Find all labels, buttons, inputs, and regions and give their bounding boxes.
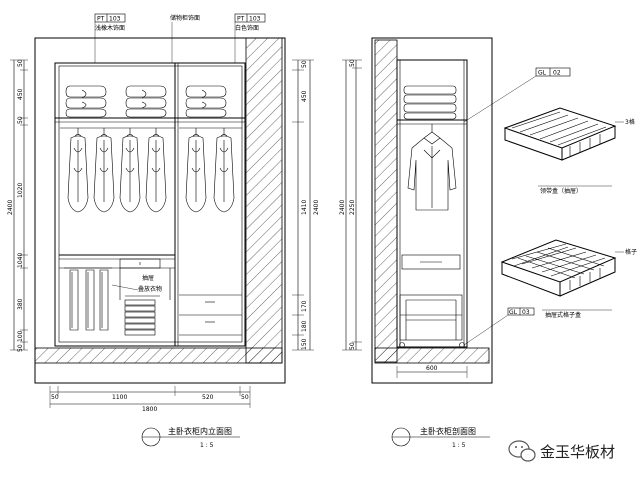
folded-clothes-stacks <box>65 85 227 118</box>
right-dim-6: 150 <box>301 338 308 350</box>
section-dim-3: 50 <box>349 342 356 350</box>
left-dim-1: 50 <box>17 59 24 67</box>
right-section: GL 02 50 2250 50 2400 600 GL <box>339 37 571 449</box>
section-dim-1: 50 <box>349 59 356 67</box>
tag-3-code: PT <box>237 16 245 23</box>
right-caption: 主卧衣柜剖面图 1 : 5 <box>391 426 490 449</box>
right-caption-scale: 1 : 5 <box>452 442 466 449</box>
wall-hatch-right <box>245 37 283 364</box>
right-total: 2400 <box>313 200 320 215</box>
elevation-outline <box>34 37 286 384</box>
section-dim-2: 2250 <box>349 200 356 215</box>
section-floor <box>374 347 490 364</box>
section-folded-stack <box>403 85 457 120</box>
tag-1: PT 103 浅橡木饰面 <box>94 13 126 63</box>
watermark-text: 金玉华板材 <box>540 443 615 461</box>
bottom-total: 1800 <box>142 406 157 413</box>
section-tag-lower-num: 03 <box>522 309 530 316</box>
left-dim-3: 50 <box>17 116 24 124</box>
section-outline <box>371 37 493 384</box>
section-left-dims: 50 2250 50 2400 <box>339 59 362 351</box>
left-caption-title: 主卧衣柜内立面图 <box>168 426 232 436</box>
tag-2-desc: 储物柜饰面 <box>170 14 200 22</box>
tag-3-num: 103 <box>249 16 261 23</box>
section-dim-total: 2400 <box>339 200 346 215</box>
left-dim-8: 50 <box>17 344 24 352</box>
cabinet-body <box>54 62 246 347</box>
section-bottom-value: 600 <box>426 365 438 372</box>
tie-box-label: 领带盒（抽屉） <box>540 187 582 195</box>
drawer-note: 抽屉 <box>142 274 154 282</box>
grid-box-label: 抽屉式格子盒 <box>545 311 581 319</box>
section-cabinet <box>396 59 468 348</box>
cabinet-inner <box>58 65 243 343</box>
right-dim-5: 180 <box>301 320 308 332</box>
bottom-dimension-chain: 50 1100 520 50 1800 <box>49 386 251 413</box>
left-elevation: PT 103 浅橡木饰面 储物柜饰面 PT 103 白色饰面 叠放衣物 抽屉 <box>7 13 320 449</box>
tag-1-code: PT <box>97 16 105 23</box>
watermark: 金玉华板材 <box>508 440 615 462</box>
section-bottom-dim: 600 <box>396 365 468 378</box>
section-tag-code: GL <box>538 70 547 77</box>
section-tag-num: 02 <box>553 70 561 77</box>
right-dim-1: 50 <box>301 60 308 68</box>
grid-box-note: 格子 <box>625 248 637 256</box>
bottom-dim-1: 50 <box>51 394 59 401</box>
left-dim-5: 1040 <box>17 253 24 268</box>
tie-box-note: 3格 <box>625 118 635 126</box>
left-dim-7: 100 <box>17 330 24 342</box>
section-basket <box>399 294 463 341</box>
left-caption-scale: 1 : 5 <box>200 442 214 449</box>
right-dim-3: 1410 <box>301 200 308 215</box>
tag-1-desc: 浅橡木饰面 <box>95 24 125 32</box>
wechat-icon <box>508 440 536 462</box>
section-tag-lower: GL 03 <box>463 307 535 346</box>
floor-hatch <box>34 347 283 364</box>
bottom-dim-3: 520 <box>202 394 214 401</box>
hanging-garments <box>67 128 235 213</box>
section-wall-left <box>374 39 398 363</box>
accessory-grid-box: 抽屉式格子盒 格子 <box>500 239 637 319</box>
left-caption: 主卧衣柜内立面图 1 : 5 <box>141 426 240 449</box>
right-dim-2: 450 <box>301 90 308 102</box>
section-tag-lower-code: GL <box>509 309 518 316</box>
bottom-dim-4: 50 <box>241 394 249 401</box>
bottom-dim-2: 1100 <box>112 394 127 401</box>
tag-3-desc: 白色饰面 <box>235 24 259 32</box>
tag-2: 储物柜饰面 <box>170 14 200 63</box>
left-dimension-chain: 50 450 50 1020 1040 380 100 50 2400 <box>7 59 28 352</box>
left-dim-2: 450 <box>17 88 24 100</box>
section-tag: GL 02 <box>463 67 571 123</box>
tag-1-num: 103 <box>109 16 121 23</box>
left-total: 2400 <box>7 200 14 215</box>
right-caption-title: 主卧衣柜剖面图 <box>420 426 476 436</box>
shelf-note: 叠放衣物 <box>138 285 162 293</box>
accessory-tie-box: 领带盒（抽屉） 3格 <box>503 107 635 195</box>
hanging-trousers <box>64 267 112 331</box>
tag-3: PT 103 白色饰面 <box>234 13 266 63</box>
folded-stack-lower <box>119 268 171 336</box>
section-hanging-shirt <box>407 124 457 211</box>
right-dimension-chain: 50 450 1410 170 180 150 2400 <box>292 59 320 351</box>
right-dim-4: 170 <box>301 300 308 312</box>
left-dim-4: 1020 <box>17 183 24 198</box>
left-dim-6: 380 <box>17 298 24 310</box>
